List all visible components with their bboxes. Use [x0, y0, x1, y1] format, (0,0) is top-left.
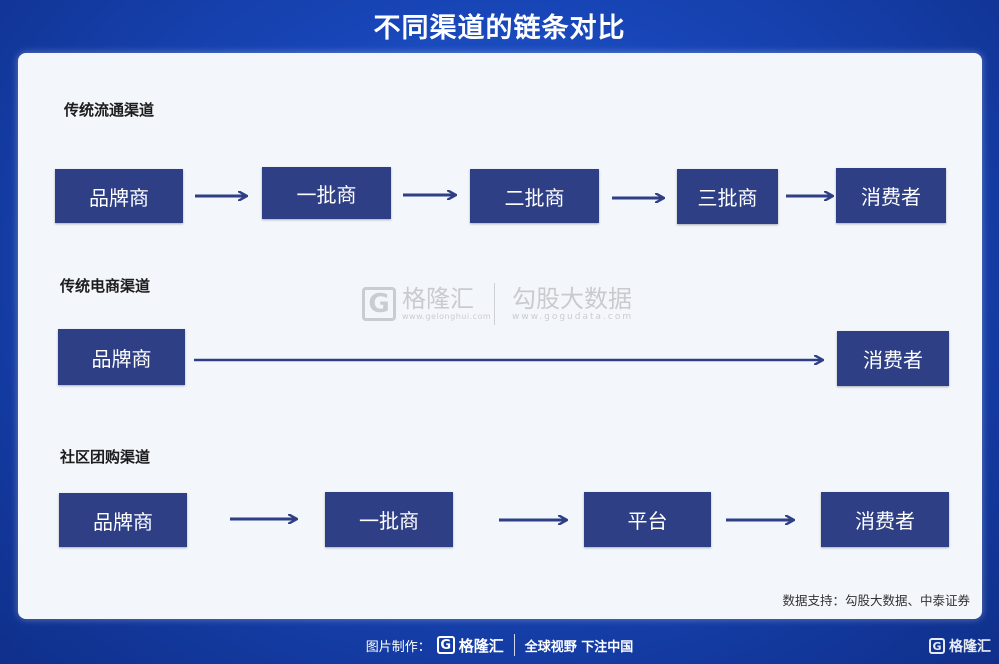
- watermark-gelonghui: G 格隆汇 www.gelonghui.com: [362, 286, 491, 321]
- section-label-group-buying: 社区团购渠道: [60, 448, 151, 466]
- watermark-brand-gogu: 勾股大数据: [512, 285, 632, 313]
- data-source-note: 数据支持：勾股大数据、中泰证券: [782, 593, 970, 608]
- node-platform: 平台: [584, 492, 711, 547]
- corner-logo: G 格隆汇: [929, 636, 991, 656]
- corner-logo-icon: G: [929, 638, 945, 654]
- node-consumer-ecommerce: 消费者: [837, 331, 949, 386]
- gelonghui-logo-icon: G: [362, 286, 396, 321]
- watermark-brand: 格隆汇: [402, 285, 474, 313]
- footer: 图片制作： G 格隆汇 全球视野 下注中国: [0, 626, 999, 664]
- corner-brand: 格隆汇: [949, 639, 991, 655]
- page-title: 不同渠道的链条对比: [373, 13, 626, 44]
- footer-divider: [513, 634, 515, 656]
- node-wholesaler-group: 一批商: [325, 492, 453, 547]
- watermark-divider: [494, 283, 495, 325]
- node-brand-ecommerce: 品牌商: [58, 329, 185, 385]
- footer-brand: 格隆汇: [458, 636, 504, 655]
- diagram-panel: 传统流通渠道 传统电商渠道 社区团购渠道 品牌商 一批商 二批商 三批商 消费者…: [18, 53, 982, 619]
- node-consumer: 消费者: [836, 168, 946, 223]
- section-label-traditional: 传统流通渠道: [64, 101, 155, 119]
- watermark-url: www.gelonghui.com: [402, 312, 492, 321]
- node-wholesaler-2: 二批商: [470, 169, 599, 223]
- footer-slogan: 全球视野 下注中国: [524, 639, 634, 655]
- node-consumer-group: 消费者: [821, 492, 949, 547]
- node-brand: 品牌商: [55, 169, 183, 223]
- gelonghui-logo-icon: G: [436, 636, 455, 654]
- node-wholesaler-3: 三批商: [677, 169, 778, 224]
- footer-prefix: 图片制作：: [365, 639, 431, 655]
- watermark-url-gogu: www.gogudata.com: [512, 312, 634, 322]
- node-brand-group: 品牌商: [59, 493, 187, 547]
- section-label-ecommerce: 传统电商渠道: [60, 277, 151, 295]
- node-wholesaler-1: 一批商: [262, 167, 391, 219]
- arrows-layer: [194, 53, 982, 619]
- watermark-gogudata: 勾股大数据 www.gogudata.com: [512, 286, 633, 322]
